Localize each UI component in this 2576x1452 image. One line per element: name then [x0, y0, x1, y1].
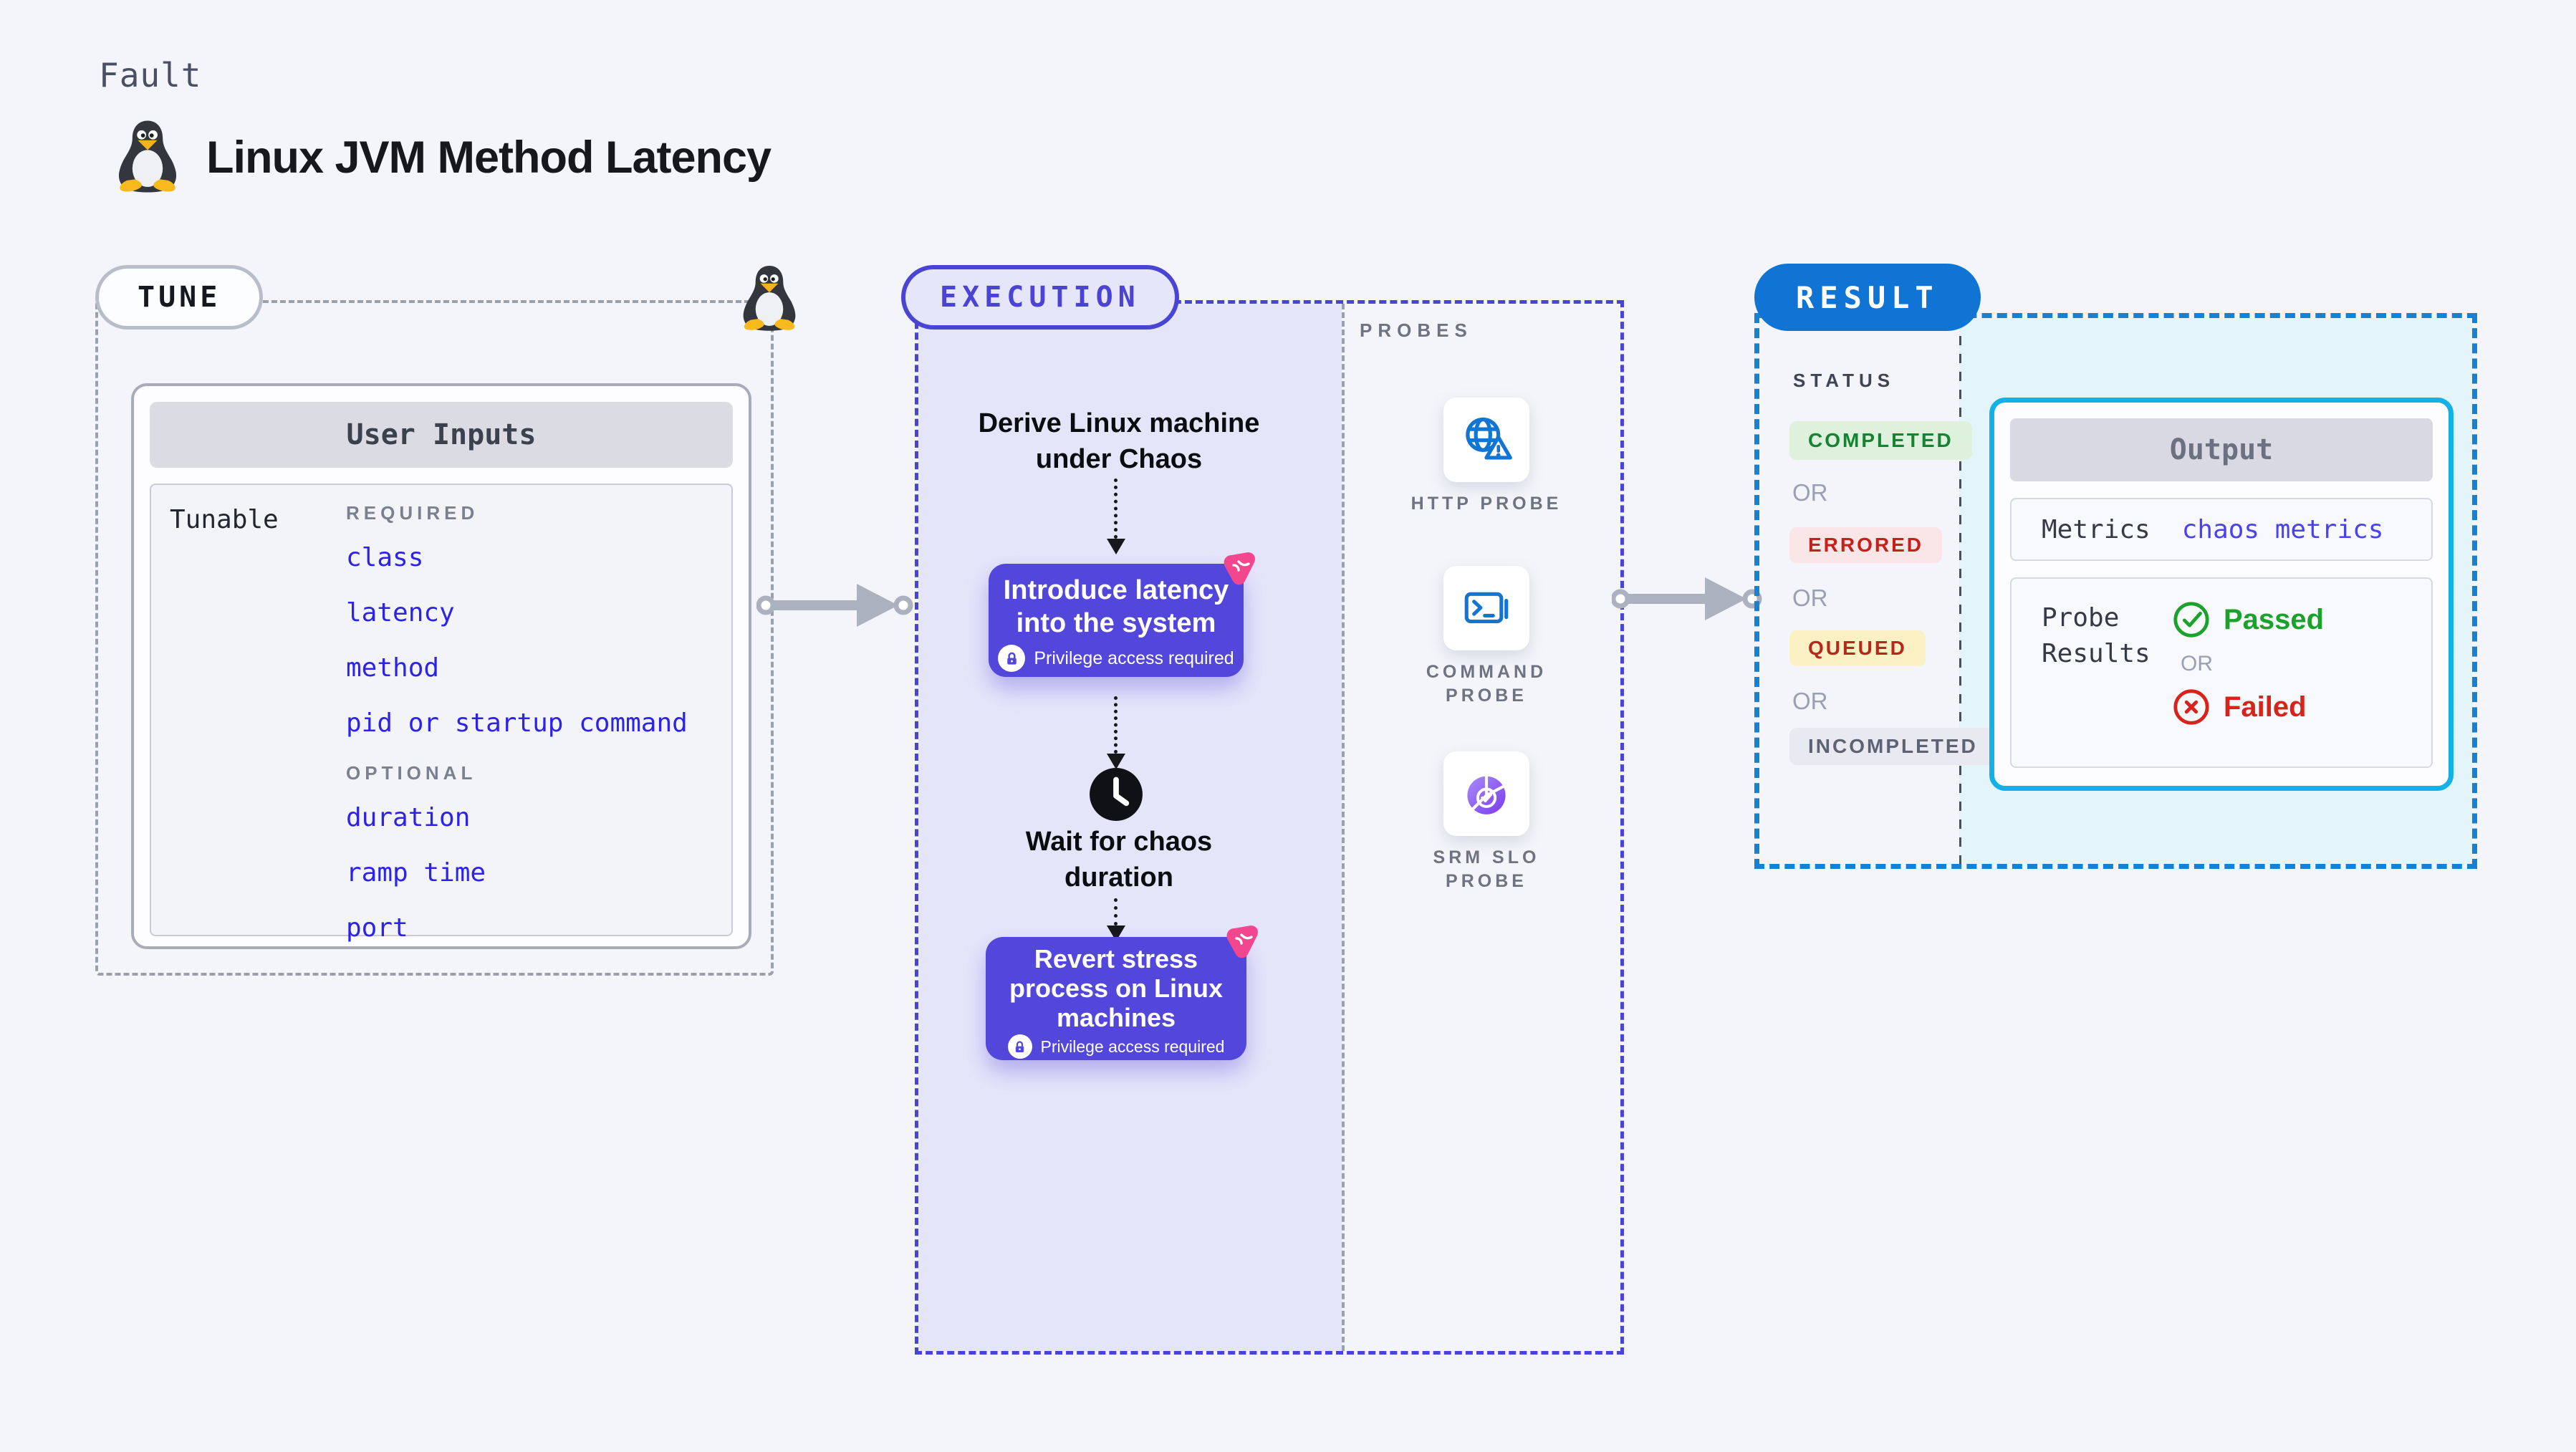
tunable-row-label: Tunable: [170, 505, 279, 534]
status-badge-completed: COMPLETED: [1789, 421, 1972, 460]
wait-step-text: Wait for chaos duration: [1025, 827, 1213, 893]
probe-item-command: COMMAND PROBE: [1408, 566, 1565, 708]
globe-alert-icon: [1466, 417, 1512, 460]
metrics-row: Metrics chaos metrics: [2010, 498, 2433, 561]
fault-kicker: Fault: [99, 56, 202, 95]
or-separator: OR: [1792, 479, 1828, 506]
arrow-down-icon: [1107, 539, 1125, 554]
flow-connector: [1114, 479, 1118, 539]
result-pill: RESULT: [1754, 264, 1981, 331]
page-title: Linux JVM Method Latency: [206, 133, 772, 183]
execution-to-result-arrow: [1612, 577, 1762, 620]
optional-group-label: OPTIONAL: [346, 762, 477, 784]
revert-stress-step[interactable]: Revert stress process on Linux machines …: [986, 925, 1258, 1060]
execution-region: Derive Linux machine under Chaos Introdu…: [915, 300, 1624, 1355]
result-region: STATUS COMPLETED OR ERRORED OR QUEUED OR…: [1754, 313, 2477, 869]
terminal-icon: [1464, 592, 1509, 624]
chaos-metrics-link[interactable]: chaos metrics: [2181, 514, 2384, 544]
field-link-port[interactable]: port: [346, 913, 408, 943]
probes-section-label: PROBES: [1360, 319, 1473, 341]
arrow-down-icon: [1107, 754, 1125, 769]
field-link-class[interactable]: class: [346, 543, 424, 572]
metrics-label: Metrics: [2042, 514, 2150, 544]
check-circle-icon: [2173, 602, 2209, 638]
user-inputs-body: Tunable REQUIRED class latency method pi…: [150, 484, 733, 943]
wait-clock-icon: [1090, 768, 1143, 821]
chaos-experiment-icon: [1226, 925, 1258, 958]
probe-results-row: Probe Results Passed OR: [2010, 577, 2433, 768]
output-card: Output Metrics chaos metrics Probe Resul…: [1989, 398, 2454, 791]
introduce-latency-step[interactable]: Introduce latency into the system Privil…: [989, 552, 1255, 677]
x-circle-icon: [2173, 689, 2209, 725]
probes-divider: [1342, 304, 1345, 1351]
flow-connector: [1114, 696, 1118, 754]
execution-pill: EXECUTION: [901, 265, 1179, 330]
user-inputs-header: User Inputs: [150, 402, 733, 468]
or-separator: OR: [1792, 585, 1828, 611]
privilege-badge: Privilege access required: [989, 645, 1244, 672]
derive-step-text: Derive Linux machine under Chaos: [978, 408, 1260, 474]
probe-results-label: Probe Results: [2042, 603, 2150, 668]
tux-penguin-icon: [743, 266, 796, 331]
srm-slo-probe-card[interactable]: [1443, 751, 1529, 836]
tune-region: [95, 300, 774, 976]
field-link-method[interactable]: method: [346, 653, 440, 683]
chaos-experiment-icon: [1224, 552, 1255, 585]
tux-penguin-icon: [118, 120, 177, 193]
output-card-header: Output: [2010, 418, 2433, 481]
field-link-ramp-time[interactable]: ramp time: [346, 858, 486, 888]
flow-connector: [1114, 898, 1118, 925]
slo-pie-icon: [1467, 773, 1506, 814]
execution-flow-background: [918, 304, 1342, 1351]
tunable-fields-list: REQUIRED class latency method pid or sta…: [346, 502, 688, 943]
field-link-latency[interactable]: latency: [346, 598, 455, 628]
field-link-duration[interactable]: duration: [346, 803, 471, 832]
or-separator: OR: [1792, 688, 1828, 714]
tune-pill: TUNE: [95, 265, 264, 330]
tune-to-execution-arrow: [756, 584, 913, 627]
probe-item-srm-slo: SRM SLO PROBE: [1408, 751, 1565, 893]
privilege-badge: Privilege access required: [986, 1034, 1246, 1059]
status-section-label: STATUS: [1793, 370, 1895, 391]
user-inputs-card: User Inputs Tunable REQUIRED class laten…: [131, 383, 751, 949]
probe-item-http: HTTP PROBE: [1408, 398, 1565, 516]
status-badge-errored: ERRORED: [1789, 527, 1943, 563]
required-group-label: REQUIRED: [346, 502, 479, 524]
passed-result: Passed: [2172, 600, 2324, 639]
or-separator: OR: [2181, 652, 2213, 675]
failed-result: Failed: [2172, 688, 2324, 726]
field-link-pid-or-startup-command[interactable]: pid or startup command: [346, 708, 688, 738]
status-output-divider: [1959, 318, 1961, 864]
status-badge-queued: QUEUED: [1789, 630, 1926, 666]
command-probe-card[interactable]: [1443, 566, 1529, 650]
lock-icon: [998, 645, 1026, 672]
status-badge-incompleted: INCOMPLETED: [1789, 728, 1996, 765]
lock-icon: [1007, 1034, 1032, 1059]
http-probe-card[interactable]: [1443, 398, 1529, 482]
